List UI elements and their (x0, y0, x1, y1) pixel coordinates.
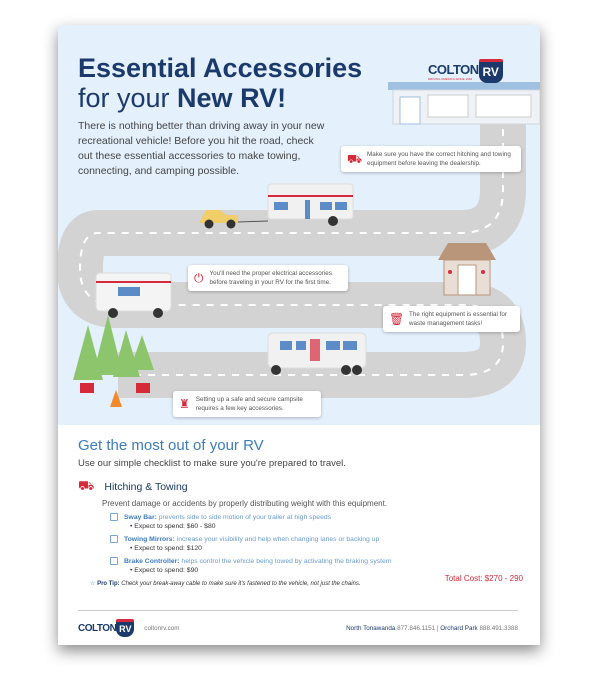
section-title: Hitching & Towing (104, 481, 188, 493)
pro-tip-label: Pro Tip: (97, 581, 120, 587)
checklist-item: Brake Controller: helps control the vehi… (110, 557, 518, 565)
logo-shield: RV (478, 59, 503, 83)
trailer-icon: ⛟ (347, 151, 363, 166)
logo-tagline: DRIVING AMERICA SINCE 1962 (428, 76, 473, 81)
item-desc: prevents side to side motion of your tra… (156, 513, 332, 521)
logo-word: COLTON (78, 622, 117, 634)
page-title: Essential Accessories for your New RV! (78, 53, 362, 113)
plug-icon: ⏻ (194, 270, 204, 285)
logo-word: COLTON (428, 61, 479, 77)
road-illustration (58, 82, 540, 407)
footer-logo: COLTON RV (78, 619, 135, 637)
callout-text: Setting up a safe and secure campsite re… (195, 396, 303, 412)
phone-1: 877.846.1151 | (395, 624, 441, 632)
spend-text: Expect to spend: $60 - $80 (134, 523, 216, 530)
road-center-line (78, 115, 505, 376)
lantern-icon: ♜ (179, 396, 190, 411)
car-towing-trailer (200, 183, 354, 229)
section-header: ⛟ Hitching & Towing (78, 478, 518, 496)
checkbox[interactable] (110, 535, 118, 543)
title-line-2: for your New RV! (78, 83, 362, 113)
callout-text: Make sure you have the correct hitching … (367, 151, 511, 167)
star-icon: ☆ (90, 581, 96, 587)
item-name: Sway Bar: (124, 513, 157, 521)
title-bold: New RV! (177, 83, 287, 113)
section-description: Prevent damage or accidents by properly … (102, 499, 388, 508)
callout-text: You'll need the proper electrical access… (209, 270, 332, 286)
contact-info: North Tonawanda 877.846.1151 | Orchard P… (346, 625, 518, 632)
item-name: Towing Mirrors: (124, 535, 175, 543)
flyer-page: Essential Accessories for your New RV! T… (58, 25, 540, 645)
motorhome (95, 272, 172, 318)
callout-text: The right equipment is essential for was… (409, 311, 508, 327)
checklist-section: Get the most out of your RV Use our simp… (78, 437, 523, 587)
checklist-subheading: Use our simple checklist to make sure yo… (78, 458, 346, 469)
intro-text: There is nothing better than driving awa… (78, 120, 325, 177)
checkbox[interactable] (110, 557, 118, 565)
callout-waste: 🗑 The right equipment is essential for wa… (383, 306, 520, 332)
checkbox[interactable] (110, 513, 118, 521)
item-desc: helps control the vehicle being towed by… (179, 557, 392, 565)
item-name: Brake Controller: (124, 557, 180, 565)
phone-2: 888.491.3388 (477, 624, 518, 632)
campsite-trees (73, 315, 154, 407)
pro-tip-text: Check your break-away cable to make sure… (119, 581, 361, 587)
checklist-item: Sway Bar: prevents side to side motion o… (110, 513, 518, 521)
checklist-item: Towing Mirrors: increase your visibility… (110, 535, 518, 543)
logo-shield: RV (116, 619, 135, 637)
title-prefix: for your (78, 83, 178, 113)
callout-hitching: ⛟ Make sure you have the correct hitching… (341, 146, 521, 172)
item-desc: increase your visibility and help when c… (174, 535, 380, 543)
checklist-heading: Get the most out of your RV (78, 437, 264, 454)
spend-text: Expect to spend: $90 (134, 567, 199, 574)
item-spend: • Expect to spend: $60 - $80 (130, 523, 216, 530)
spend-text: Expect to spend: $120 (134, 545, 202, 552)
location-1: North Tonawanda (346, 624, 396, 632)
trailer-icon: ⛟ (78, 478, 95, 493)
location-2: Orchard Park (440, 624, 478, 632)
restroom-building (438, 243, 496, 296)
trash-icon: 🗑 (389, 311, 405, 326)
callout-campsite: ♜ Setting up a safe and secure campsite r… (173, 391, 321, 417)
item-spend: • Expect to spend: $120 (130, 545, 202, 552)
title-line-1: Essential Accessories (78, 53, 363, 83)
footer: COLTON RV coltonrv.com North Tonawanda 8… (78, 610, 518, 637)
item-spend: • Expect to spend: $90 (130, 567, 199, 574)
pro-tip: ☆ Pro Tip: Check your break-away cable t… (90, 580, 518, 587)
class-c-rv (267, 332, 367, 375)
callout-electrical: ⏻ You'll need the proper electrical acces… (188, 265, 348, 291)
total-cost: Total Cost: $270 - 290 (444, 574, 523, 583)
hero-section: Essential Accessories for your New RV! T… (58, 25, 540, 425)
dealership-building (388, 82, 540, 125)
website-link[interactable]: coltonrv.com (144, 624, 180, 632)
